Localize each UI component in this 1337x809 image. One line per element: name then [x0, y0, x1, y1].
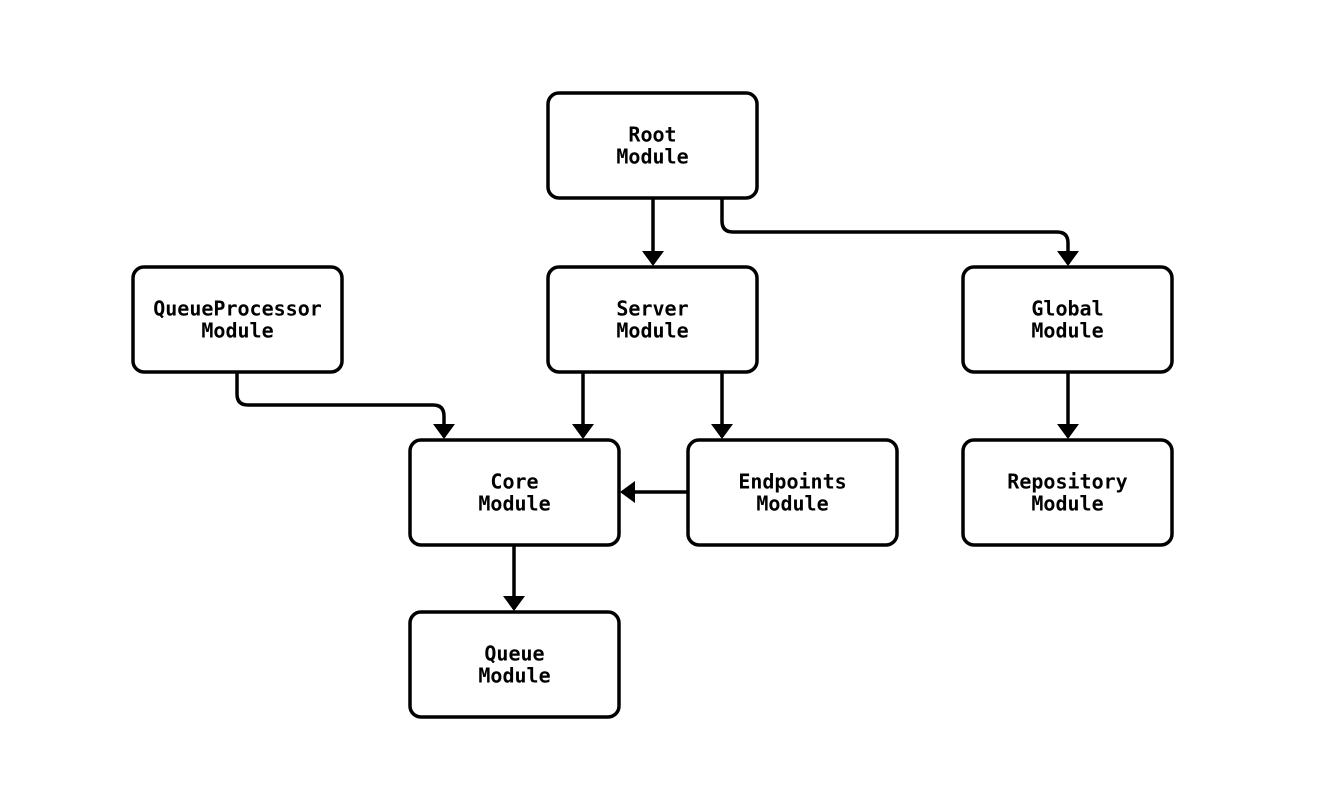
edges-layer: [235, 198, 1079, 611]
node-queueprocessor-module-box: [131, 265, 344, 374]
node-queueprocessor-module-label-line-1: QueueProcessor: [153, 297, 322, 321]
node-core-module-label-line-1: Core: [490, 470, 538, 494]
node-queue-module-box: [408, 610, 621, 719]
node-server-module-label-line-2: Module: [616, 319, 688, 343]
node-queueprocessor-module-label-line-2: Module: [201, 319, 273, 343]
node-root-module-label-line-1: Root: [628, 123, 676, 147]
node-core-module-box: [408, 438, 621, 547]
node-queue-module-label-line-2: Module: [478, 664, 550, 688]
node-endpoints-module-label-line-2: Module: [756, 492, 828, 516]
node-repository-module-label-line-1: Repository: [1007, 470, 1127, 494]
node-global-module-box: [961, 265, 1174, 374]
node-server-module-label-line-1: Server: [616, 297, 688, 321]
node-endpoints-module-label-line-1: Endpoints: [738, 470, 846, 494]
node-root-module-label-line-2: Module: [616, 145, 688, 169]
edge-queueprocessor-to-core: [235, 372, 455, 439]
node-endpoints-module-box: [686, 438, 899, 547]
node-root-module-box: [546, 91, 759, 200]
node-server-module-box: [546, 265, 759, 374]
node-repository-module-label-line-2: Module: [1031, 492, 1103, 516]
node-global-module-label-line-1: Global: [1031, 297, 1103, 321]
edge-root-to-global: [720, 198, 1079, 266]
node-global-module-label-line-2: Module: [1031, 319, 1103, 343]
node-queue-module-label-line-1: Queue: [484, 642, 544, 666]
node-core-module-label-line-2: Module: [478, 492, 550, 516]
node-repository-module-box: [961, 438, 1174, 547]
